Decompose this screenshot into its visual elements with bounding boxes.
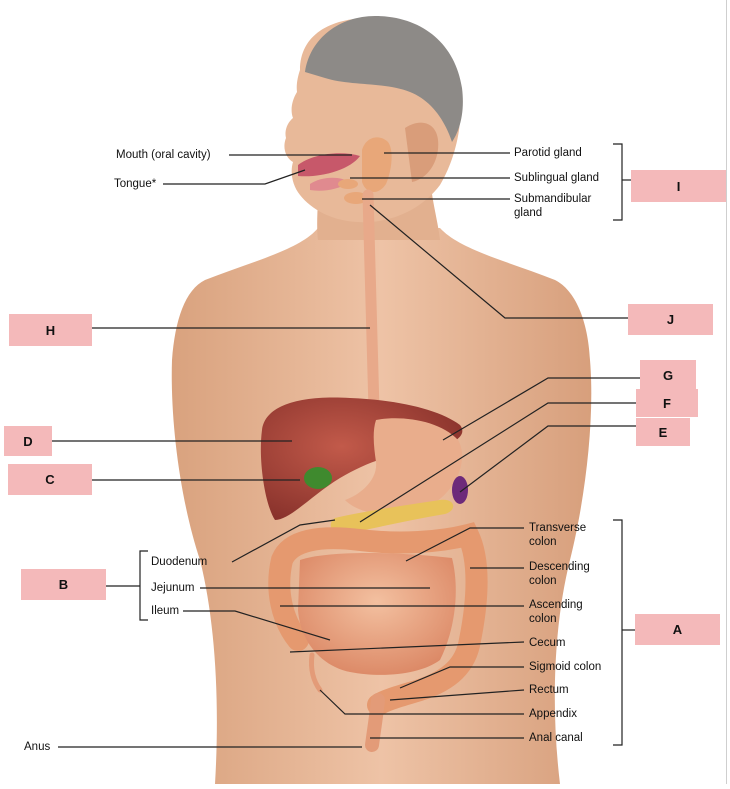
label-sublingual-gland: Sublingual gland (514, 172, 600, 184)
answer-box-b[interactable]: B (21, 569, 106, 600)
answer-box-a[interactable]: A (635, 614, 720, 645)
label-cecum: Cecum (529, 637, 566, 649)
submandibular-gland (344, 192, 368, 204)
hair (305, 16, 463, 142)
label-submandibular-gland: Submandibular gland (514, 193, 592, 219)
small-intestine (298, 553, 456, 675)
appendix (309, 652, 323, 693)
large-intestine (268, 522, 488, 716)
answer-box-d[interactable]: D (4, 426, 52, 456)
leader-lines (52, 143, 640, 748)
label-transverse-colon: Transverse colon (529, 522, 587, 548)
label-parotid-gland: Parotid gland (514, 147, 582, 159)
answer-box-c[interactable]: C (8, 464, 92, 495)
pancreas (330, 499, 454, 535)
label-rectum: Rectum (529, 684, 569, 696)
answer-box-e[interactable]: E (636, 418, 690, 446)
label-mouth: Mouth (oral cavity) (116, 149, 211, 161)
label-jejunum: Jejunum (151, 582, 195, 594)
label-ileum: Ileum (151, 605, 180, 617)
answer-box-j[interactable]: J (628, 304, 713, 335)
label-duodenum: Duodenum (151, 556, 208, 568)
spleen (452, 476, 468, 504)
label-ascending-colon: Ascending colon (529, 599, 583, 625)
rectum (365, 693, 385, 752)
ear (405, 122, 439, 182)
answer-box-h[interactable]: H (9, 314, 92, 346)
page-edge-line (726, 0, 727, 784)
label-anal-canal: Anal canal (529, 732, 583, 744)
esophagus (362, 189, 380, 416)
answer-box-f[interactable]: F (636, 389, 698, 417)
answer-box-g[interactable]: G (640, 360, 696, 390)
label-appendix: Appendix (529, 708, 577, 720)
label-anus: Anus (24, 741, 51, 753)
oral-cavity (298, 153, 360, 177)
stomach (345, 418, 463, 515)
label-tongue: Tongue* (114, 178, 157, 190)
label-sigmoid-colon: Sigmoid colon (529, 661, 602, 673)
tongue (310, 177, 350, 191)
gallbladder (304, 467, 332, 489)
label-descending-colon: Descending colon (529, 561, 590, 587)
answer-box-i[interactable]: I (631, 170, 726, 202)
sublingual-gland (338, 179, 358, 189)
